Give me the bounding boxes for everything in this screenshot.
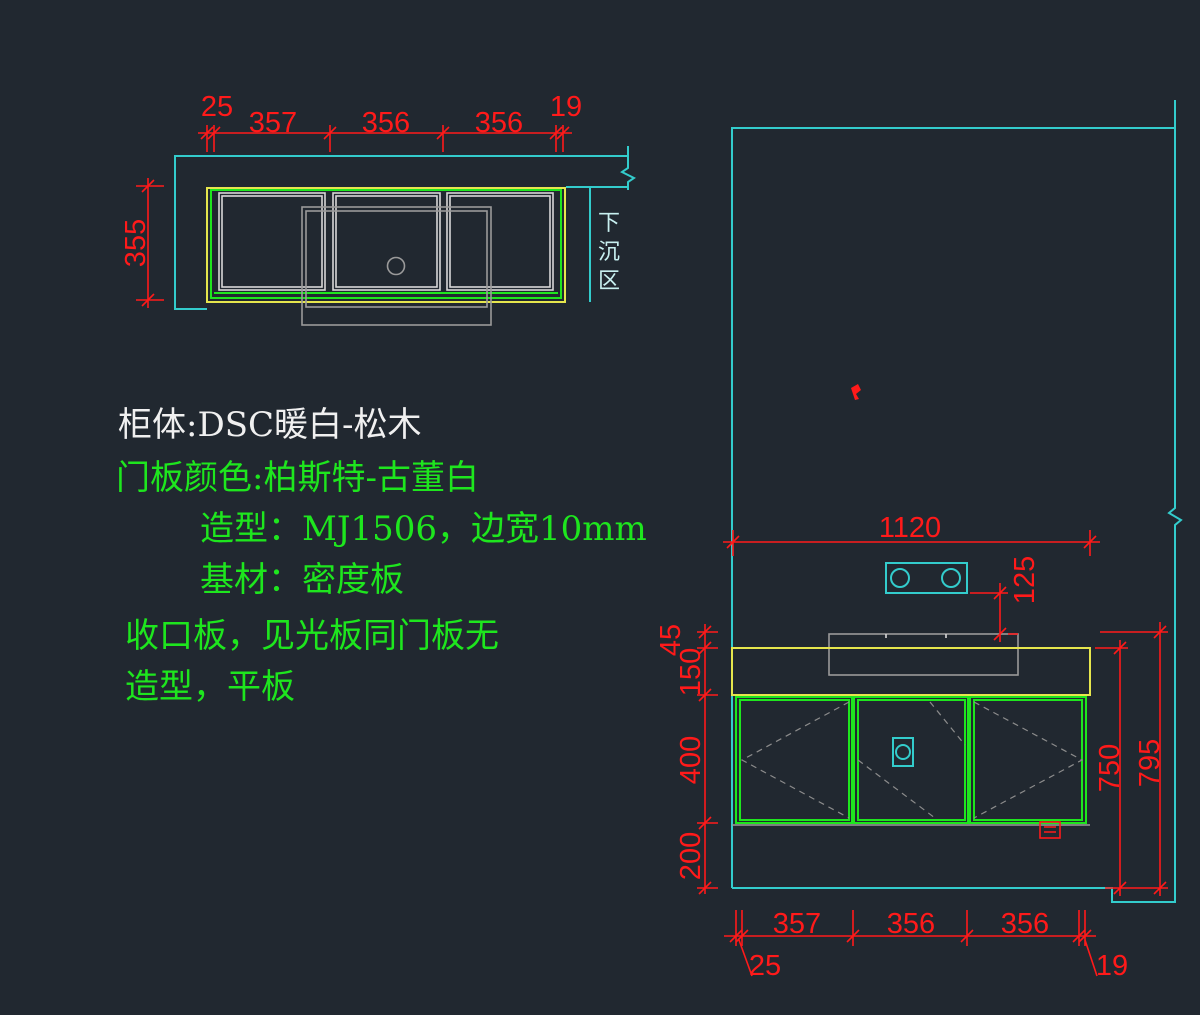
- dim-cabinet-height: 750: [1094, 744, 1126, 792]
- dim-top-gap: 45: [655, 624, 687, 656]
- dim-countertop: 150: [675, 648, 707, 696]
- plan-door-1-inner: [221, 195, 323, 288]
- elevation-door-2-inner: [857, 699, 966, 821]
- elevation-door-2: [853, 696, 969, 824]
- door-3-opening-lines: [973, 701, 1084, 819]
- dim-bottom-door-1: 357: [773, 908, 821, 940]
- plan-wall-outline: [174, 155, 628, 310]
- plan-wall-break-mark: [566, 146, 636, 190]
- bottom-dim-leaders: [738, 939, 1098, 977]
- plan-door-1: [218, 192, 326, 291]
- elevation-right-dimensions: 750 795: [1094, 622, 1168, 896]
- faucet-handle-right-icon: [941, 568, 961, 588]
- bottom-dim-extensions: [735, 910, 1086, 946]
- elevation-basin: [828, 633, 1019, 676]
- dim-bottom-left-edge: 25: [749, 950, 781, 982]
- right-dim-ticks: [1113, 625, 1167, 895]
- dim-bottom-door-3: 356: [1001, 908, 1049, 940]
- left-dim-extensions: [697, 631, 718, 889]
- faucet-dim-extensions: [970, 592, 1018, 635]
- plan-depth-dim-ticks: [141, 179, 155, 307]
- dim-overall-width: 1120: [879, 512, 941, 544]
- elevation-left-dimensions: 45 150 400 200: [655, 624, 718, 895]
- dim-toe-kick: 200: [675, 832, 707, 880]
- elevation-width-dimension: 1120: [723, 512, 1100, 556]
- plan-view: 下 沉 区 25 357 356 356 19 355: [120, 91, 636, 326]
- faucet-handle-left-icon: [890, 568, 910, 588]
- plan-countertop: [206, 187, 566, 303]
- plan-basin: [301, 206, 492, 326]
- elevation-doors: [732, 696, 1090, 826]
- elevation-door-3: [969, 696, 1087, 824]
- right-dim-extensions: [1095, 631, 1168, 889]
- plan-dim-right-edge: 19: [550, 91, 582, 123]
- plan-door-panels: [218, 192, 554, 291]
- elevation-countertop: [731, 647, 1091, 696]
- elevation-door-1: [735, 696, 853, 824]
- elevation-view: 1120 125 45 150 400 200 750 795: [655, 100, 1183, 982]
- plan-cabinet: [210, 189, 562, 299]
- note-trim-line-2: 造型，平板: [125, 667, 295, 707]
- faucet-offset-dimension: 125: [970, 556, 1041, 642]
- marker-icon: [851, 384, 861, 400]
- note-cabinet-body: 柜体:DSC暖白-松木: [118, 405, 422, 445]
- note-door-style: 造型：MJ1506，边宽10mm: [200, 509, 647, 549]
- note-door-color: 门板颜色:柏斯特-古董白: [116, 458, 479, 498]
- elevation-door-3-inner: [973, 699, 1083, 821]
- drain-icon: [386, 256, 406, 276]
- plan-dim-left-edge: 25: [201, 91, 233, 123]
- material-notes: 柜体:DSC暖白-松木 门板颜色:柏斯特-古董白 造型：MJ1506，边宽10m…: [116, 405, 647, 707]
- plan-top-dimensions: 25 357 356 356 19: [198, 91, 582, 152]
- plan-top-dim-ticks: [200, 126, 570, 140]
- dim-bottom-door-2: 356: [887, 908, 935, 940]
- plan-depth-dim-extensions: [136, 185, 164, 301]
- bottom-dim-ticks: [729, 929, 1092, 943]
- width-dim-ticks: [726, 535, 1097, 549]
- drain-trap-icon: [895, 744, 911, 760]
- faucet-dim-ticks: [993, 586, 1007, 641]
- elevation-wall-outline: [731, 127, 1175, 888]
- elevation-door-1-inner: [739, 699, 850, 821]
- left-dim-ticks: [698, 625, 712, 895]
- sunken-zone-char-2: 沉: [598, 240, 620, 265]
- plan-door-3-inner: [449, 195, 551, 288]
- plan-door-2: [332, 192, 441, 291]
- door-2-opening-lines: [857, 701, 966, 819]
- dim-total-height: 795: [1134, 739, 1166, 787]
- drain-trap: [892, 737, 914, 767]
- plan-depth-dimension: 355: [120, 178, 164, 308]
- note-substrate: 基材：密度板: [200, 560, 404, 600]
- sunken-zone-char-1: 下: [598, 211, 620, 236]
- plan-dim-door-2: 356: [362, 107, 410, 139]
- door-1-opening-lines: [740, 701, 850, 819]
- note-trim-line-1: 收口板，见光板同门板无: [125, 616, 499, 656]
- plan-basin-inner: [305, 210, 488, 308]
- elevation-wall-right-break: [732, 100, 1183, 903]
- dim-bottom-right-edge: 19: [1096, 950, 1128, 982]
- faucet-plate: [885, 562, 968, 594]
- elevation-bottom-dimensions: 357 356 356 25 19: [724, 908, 1128, 982]
- plan-dim-door-3: 356: [475, 107, 523, 139]
- basin-marks: [885, 634, 947, 638]
- plan-door-3: [446, 192, 554, 291]
- plan-top-dim-extensions: [206, 125, 564, 152]
- plan-dim-door-1: 357: [249, 107, 297, 139]
- plan-dim-depth: 355: [120, 219, 152, 267]
- dim-doors: 400: [675, 736, 707, 784]
- sunken-zone-char-3: 区: [598, 269, 620, 294]
- outlet-icon: [1039, 821, 1061, 839]
- plan-door-2-inner: [335, 195, 438, 288]
- dim-faucet-offset: 125: [1009, 556, 1041, 604]
